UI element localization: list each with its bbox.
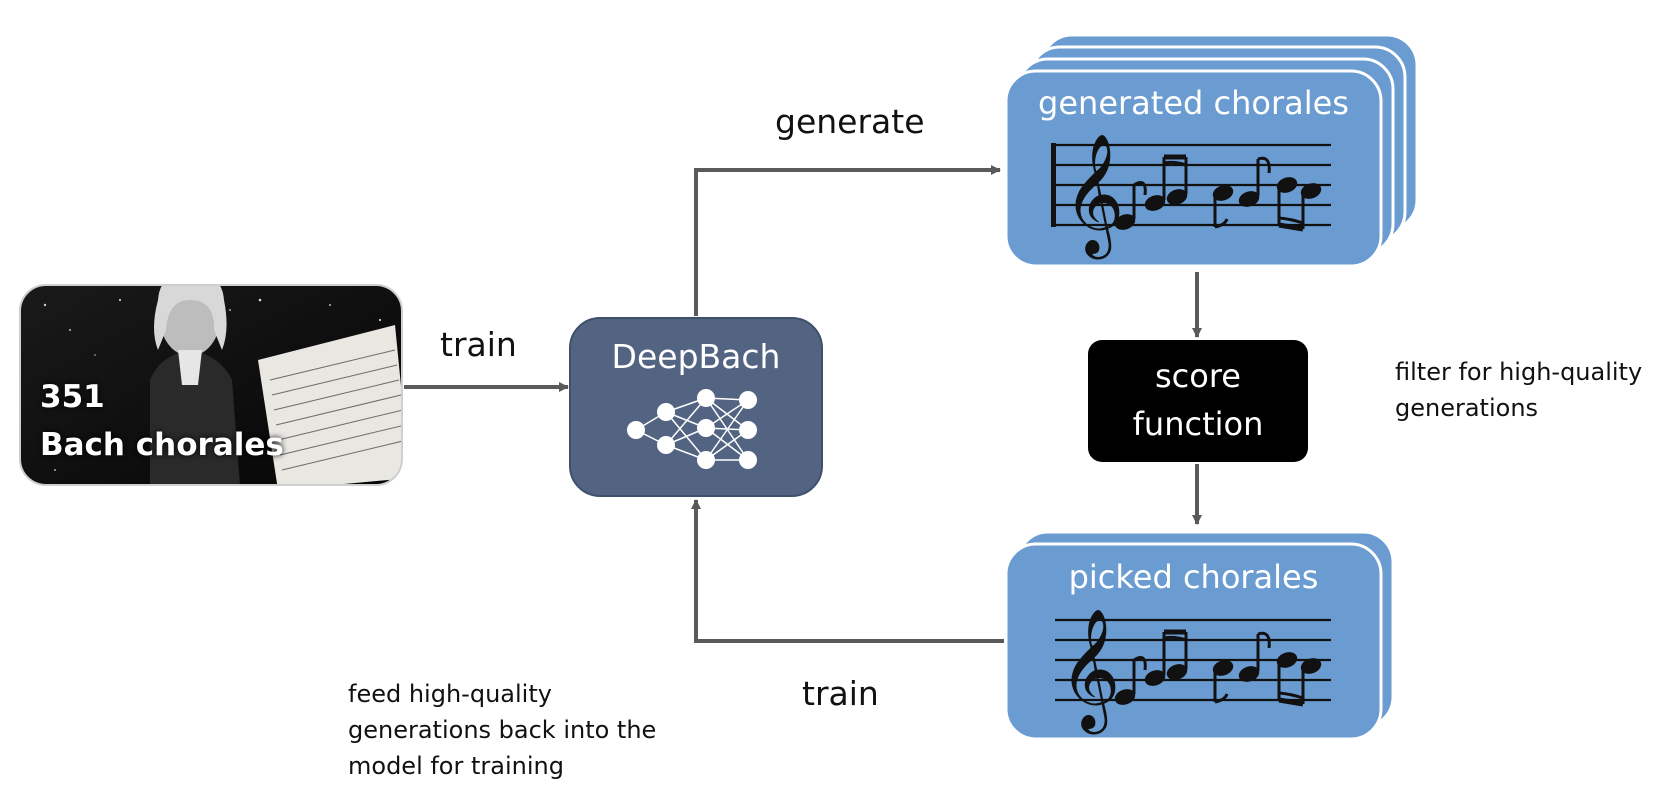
score-function-label: score function bbox=[1088, 352, 1308, 448]
bach-title: Bach chorales bbox=[40, 427, 284, 463]
score-line-2: function bbox=[1132, 405, 1264, 443]
score-line-1: score bbox=[1155, 357, 1241, 395]
svg-text:𝄞: 𝄞 bbox=[1063, 132, 1124, 259]
picked-chorales-title: picked chorales bbox=[1068, 558, 1319, 596]
composer-portrait bbox=[150, 285, 240, 485]
train-back-label: train bbox=[802, 674, 879, 713]
svg-text:𝄞: 𝄞 bbox=[1059, 607, 1120, 734]
feed-line-3: model for training bbox=[348, 752, 564, 780]
music-staff-icon-picked: 𝄞 bbox=[1055, 607, 1331, 734]
score-function-node bbox=[1088, 340, 1308, 462]
bach-chorales-frame bbox=[19, 284, 403, 486]
generate-label: generate bbox=[775, 102, 925, 141]
train-label: train bbox=[440, 325, 517, 364]
filter-line-2: generations bbox=[1395, 394, 1539, 422]
bach-chorales-label: 351 Bach chorales bbox=[40, 373, 284, 469]
generate-arrow bbox=[694, 165, 1001, 316]
deepbach-title: DeepBach bbox=[611, 337, 781, 376]
picked-chorales-stack bbox=[1004, 530, 1395, 741]
music-staff-icon: 𝄞 bbox=[1051, 132, 1331, 259]
feed-annotation: feed high-quality generations back into … bbox=[348, 676, 656, 784]
feed-line-1: feed high-quality bbox=[348, 680, 552, 708]
deepbach-node bbox=[569, 317, 823, 497]
bach-count: 351 bbox=[40, 379, 105, 415]
filter-annotation: filter for high-quality generations bbox=[1395, 354, 1642, 426]
feed-line-2: generations back into the bbox=[348, 716, 657, 744]
filter-line-1: filter for high-quality bbox=[1395, 358, 1643, 386]
generated-chorales-title: generated chorales bbox=[1038, 84, 1349, 122]
feedback-train-arrow bbox=[691, 499, 1004, 643]
neural-network-icon bbox=[627, 389, 757, 469]
sheet-music-image bbox=[258, 325, 402, 485]
bach-chorales-image bbox=[20, 285, 402, 485]
